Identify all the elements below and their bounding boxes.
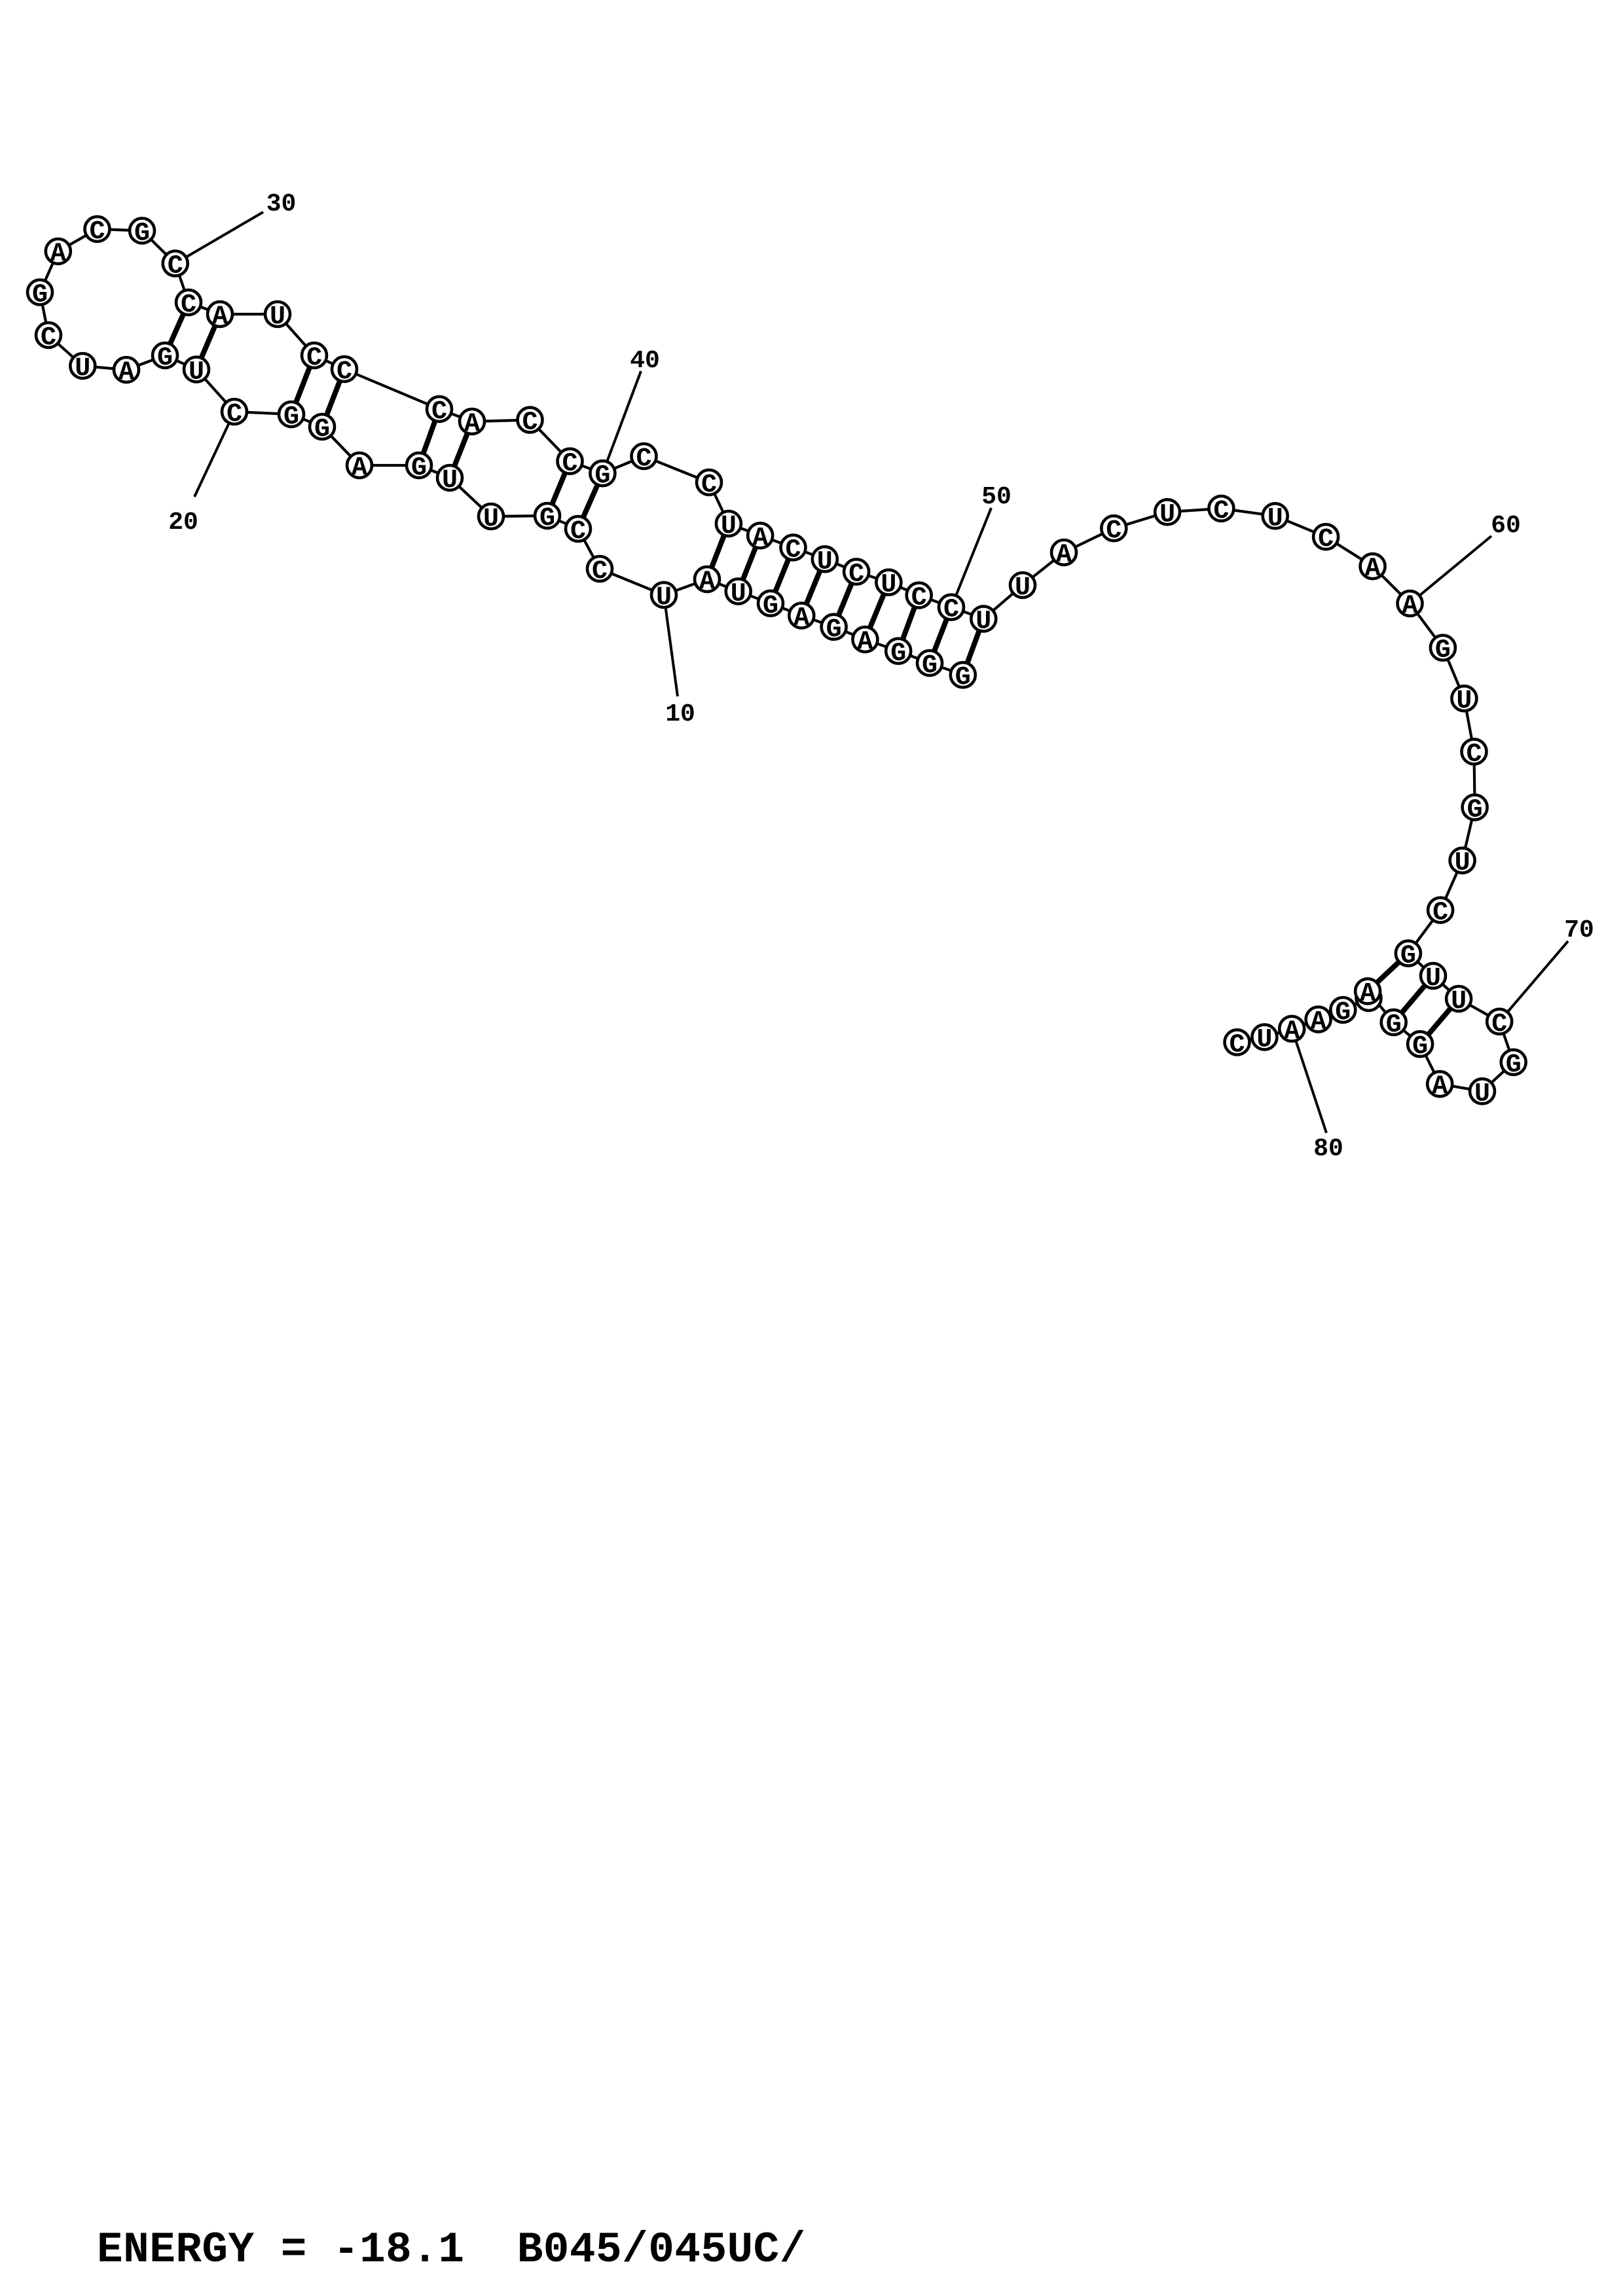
svg-text:C: C xyxy=(1106,516,1122,546)
svg-text:A: A xyxy=(752,524,768,553)
svg-text:C: C xyxy=(592,557,608,586)
svg-text:A: A xyxy=(1056,541,1072,570)
svg-text:G: G xyxy=(539,504,555,533)
svg-text:10: 10 xyxy=(665,700,695,728)
svg-text:G: G xyxy=(890,639,906,669)
svg-text:C: C xyxy=(89,217,105,247)
svg-text:20: 20 xyxy=(168,509,198,537)
svg-text:A: A xyxy=(793,604,809,634)
svg-text:A: A xyxy=(1402,592,1417,621)
svg-text:U: U xyxy=(483,505,499,534)
svg-text:40: 40 xyxy=(630,347,660,375)
svg-text:C: C xyxy=(570,517,586,547)
svg-text:A: A xyxy=(464,410,480,439)
svg-text:U: U xyxy=(1159,500,1175,529)
svg-text:G: G xyxy=(411,454,427,483)
svg-text:G: G xyxy=(1400,942,1416,971)
svg-text:G: G xyxy=(314,415,330,444)
svg-text:70: 70 xyxy=(1564,916,1594,944)
svg-text:G: G xyxy=(32,281,48,310)
svg-text:U: U xyxy=(1451,987,1467,1016)
svg-text:C: C xyxy=(1229,1030,1245,1060)
svg-text:C: C xyxy=(181,291,196,320)
svg-text:U: U xyxy=(976,607,991,636)
svg-text:C: C xyxy=(337,357,352,387)
svg-text:C: C xyxy=(522,408,538,438)
svg-text:U: U xyxy=(1455,849,1470,878)
svg-text:G: G xyxy=(134,219,150,249)
svg-text:U: U xyxy=(442,466,458,495)
svg-text:U: U xyxy=(881,571,896,600)
svg-text:50: 50 xyxy=(981,483,1012,511)
svg-text:U: U xyxy=(1256,1026,1272,1055)
svg-text:A: A xyxy=(212,302,228,332)
svg-text:U: U xyxy=(1474,1079,1490,1109)
svg-text:G: G xyxy=(157,344,173,373)
svg-text:ENERGY = -18.1 B045/045UC/: ENERGY = -18.1 B045/045UC/ xyxy=(97,2225,806,2274)
svg-text:U: U xyxy=(1015,573,1030,603)
svg-text:C: C xyxy=(1466,740,1482,769)
svg-text:C: C xyxy=(943,596,959,625)
svg-text:U: U xyxy=(1425,964,1441,994)
svg-text:C: C xyxy=(41,323,56,353)
svg-text:C: C xyxy=(306,344,322,373)
svg-text:A: A xyxy=(1360,979,1376,1009)
svg-text:C: C xyxy=(785,536,801,565)
svg-text:C: C xyxy=(431,397,447,427)
svg-text:U: U xyxy=(656,583,672,613)
svg-text:C: C xyxy=(227,400,242,429)
svg-text:A: A xyxy=(1365,554,1381,584)
svg-text:G: G xyxy=(826,615,842,645)
svg-text:A: A xyxy=(50,240,66,269)
svg-text:C: C xyxy=(1318,525,1334,554)
svg-text:G: G xyxy=(1412,1032,1428,1062)
svg-text:G: G xyxy=(922,651,938,681)
svg-text:G: G xyxy=(1435,636,1451,666)
svg-text:C: C xyxy=(701,471,717,500)
svg-text:60: 60 xyxy=(1491,512,1521,540)
svg-text:G: G xyxy=(1386,1011,1402,1040)
svg-text:G: G xyxy=(1335,998,1351,1028)
svg-text:G: G xyxy=(283,403,299,432)
svg-text:U: U xyxy=(1267,504,1283,533)
svg-text:G: G xyxy=(1506,1050,1522,1080)
svg-text:G: G xyxy=(955,663,971,692)
svg-text:C: C xyxy=(636,444,651,474)
svg-text:C: C xyxy=(911,584,927,613)
svg-text:30: 30 xyxy=(266,190,297,219)
svg-text:A: A xyxy=(857,628,873,657)
svg-text:U: U xyxy=(75,354,90,384)
svg-text:C: C xyxy=(168,252,183,281)
svg-text:U: U xyxy=(731,580,746,609)
svg-text:U: U xyxy=(189,358,204,387)
svg-text:C: C xyxy=(1491,1010,1507,1039)
svg-text:C: C xyxy=(562,450,577,479)
svg-text:A: A xyxy=(699,567,715,597)
svg-text:G: G xyxy=(594,461,610,491)
svg-text:A: A xyxy=(1284,1017,1300,1047)
svg-text:U: U xyxy=(721,512,737,541)
svg-text:80: 80 xyxy=(1313,1135,1343,1163)
svg-text:U: U xyxy=(270,302,285,332)
svg-text:A: A xyxy=(1432,1072,1448,1102)
svg-text:A: A xyxy=(119,358,134,387)
svg-text:A: A xyxy=(352,454,367,483)
svg-text:G: G xyxy=(1467,796,1483,825)
svg-text:C: C xyxy=(1213,497,1229,526)
svg-text:G: G xyxy=(763,592,778,621)
svg-text:A: A xyxy=(1311,1008,1326,1037)
svg-text:C: C xyxy=(1432,899,1448,928)
svg-text:U: U xyxy=(817,547,833,577)
svg-text:C: C xyxy=(848,560,864,590)
svg-text:U: U xyxy=(1456,687,1472,716)
